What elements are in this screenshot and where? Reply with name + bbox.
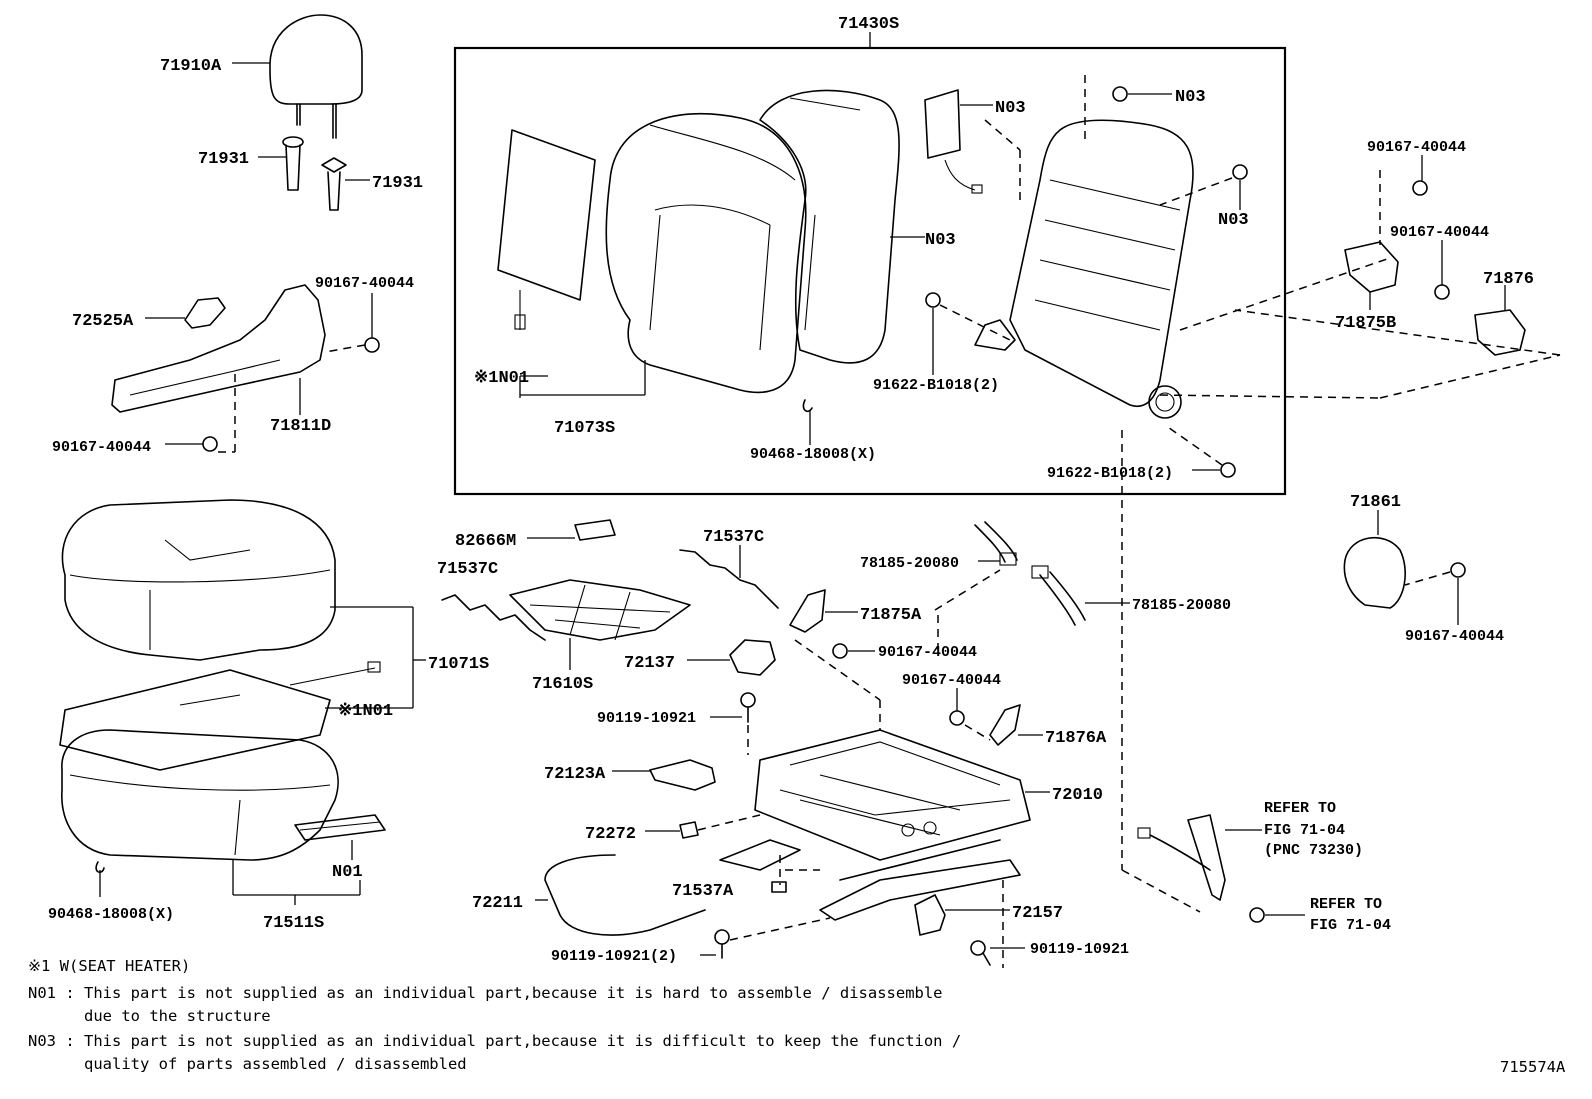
label-90119-a[interactable]: 90119-10921	[597, 710, 696, 727]
label-90167-c[interactable]: 90167-40044	[1367, 139, 1466, 156]
label-71876A[interactable]: 71876A	[1045, 729, 1107, 748]
label-N01-bot[interactable]: N01	[332, 863, 363, 882]
recliner-cover-outer	[1474, 309, 1526, 356]
label-72123A[interactable]: 72123A	[544, 765, 606, 784]
label-72211[interactable]: 72211	[472, 894, 523, 913]
label-72010[interactable]: 72010	[1052, 786, 1103, 805]
note-n03-line1: N03 : This part is not supplied as an in…	[28, 1032, 961, 1050]
recliner-cover-inner	[1344, 241, 1399, 293]
label-71875B[interactable]: 71875B	[1335, 314, 1396, 333]
refer1-line2[interactable]: FIG 71-04	[1264, 822, 1345, 839]
bracket-72157	[914, 894, 946, 936]
headrest	[269, 14, 363, 139]
label-78185-a[interactable]: 78185-20080	[860, 555, 959, 572]
label-71875A[interactable]: 71875A	[860, 606, 922, 625]
label-71537A[interactable]: 71537A	[672, 882, 734, 901]
label-N03-c[interactable]: N03	[1175, 88, 1206, 107]
seat-cushion-pad	[61, 729, 339, 861]
label-N01-top[interactable]: ※1N01	[474, 369, 529, 388]
label-N03-b[interactable]: N03	[995, 99, 1026, 118]
side-shield	[111, 284, 326, 413]
bracket-72137	[729, 639, 776, 676]
spring-wire-left	[441, 594, 546, 641]
clip-72272	[679, 821, 699, 839]
seat-cushion-heater	[59, 661, 381, 771]
label-90167-a[interactable]: 90167-40044	[315, 275, 414, 292]
label-71071S[interactable]: 71071S	[428, 655, 489, 674]
note-seat-heater: ※1 W(SEAT HEATER)	[28, 957, 190, 975]
label-N03-a[interactable]: N03	[925, 231, 956, 250]
headrest-guide-right	[321, 157, 347, 211]
label-71537C-b[interactable]: 71537C	[703, 528, 764, 547]
label-72272[interactable]: 72272	[585, 825, 636, 844]
seatback-pad	[759, 89, 900, 364]
label-72157[interactable]: 72157	[1012, 904, 1063, 923]
label-90119-b[interactable]: 90119-10921(2)	[551, 948, 677, 965]
label-71931-a[interactable]: 71931	[198, 150, 249, 169]
label-90119-c[interactable]: 90119-10921	[1030, 941, 1129, 958]
label-71610S[interactable]: 71610S	[532, 675, 593, 694]
label-90167-b[interactable]: 90167-40044	[52, 439, 151, 456]
label-90167-f[interactable]: 90167-40044	[878, 644, 977, 661]
label-90167-e[interactable]: 90167-40044	[1405, 628, 1504, 645]
seat-cushion-frame	[719, 729, 1031, 921]
label-91622-a[interactable]: 91622-B1018(2)	[873, 377, 999, 394]
label-72525A[interactable]: 72525A	[72, 312, 134, 331]
label-90468-bot[interactable]: 90468-18008(X)	[48, 906, 174, 923]
seat-cushion-cover	[61, 499, 336, 661]
spring-wire-right	[679, 549, 779, 609]
label-71511S[interactable]: 71511S	[263, 914, 324, 933]
seatback-heater	[497, 129, 596, 330]
seatback-frame	[974, 119, 1194, 419]
refer1-line1[interactable]: REFER TO	[1264, 800, 1336, 817]
recliner-release-cover	[1343, 536, 1406, 609]
note-n01-line2: due to the structure	[84, 1007, 271, 1025]
label-N03-d[interactable]: N03	[1218, 211, 1249, 230]
bracket-72123A	[649, 759, 716, 791]
label-71537C-a[interactable]: 71537C	[437, 560, 498, 579]
seatback-cover	[605, 112, 807, 394]
towel-bar-72211	[544, 854, 706, 936]
refer2-line1[interactable]: REFER TO	[1310, 896, 1382, 913]
label-71876[interactable]: 71876	[1483, 270, 1534, 289]
label-72137[interactable]: 72137	[624, 654, 675, 673]
lumbar-unit	[924, 89, 983, 194]
cushion-wire	[294, 814, 386, 841]
wire-harness	[974, 521, 1086, 626]
label-82666M[interactable]: 82666M	[455, 532, 516, 551]
label-71910A[interactable]: 71910A	[160, 57, 222, 76]
label-90167-d[interactable]: 90167-40044	[1390, 224, 1489, 241]
label-N01-mid[interactable]: ※1N01	[338, 702, 393, 721]
pad-71537A	[771, 881, 787, 893]
note-n01-line1: N01 : This part is not supplied as an in…	[28, 984, 943, 1002]
seat-belt-buckle	[1137, 814, 1226, 901]
label-90167-g[interactable]: 90167-40044	[902, 672, 1001, 689]
label-71073S[interactable]: 71073S	[554, 419, 615, 438]
note-n03-line2: quality of parts assembled / disassemble…	[84, 1055, 467, 1073]
cover-71875A	[789, 589, 826, 633]
refer2-line2[interactable]: FIG 71-04	[1310, 917, 1391, 934]
diagram-id: 715574A	[1500, 1058, 1566, 1076]
label-71861[interactable]: 71861	[1350, 493, 1401, 512]
spring-clip-82666M	[574, 519, 616, 541]
cover-71876A	[989, 704, 1021, 746]
label-91622-b[interactable]: 91622-B1018(2)	[1047, 465, 1173, 482]
refer1-line3[interactable]: (PNC 73230)	[1264, 842, 1363, 859]
headrest-guide-left	[282, 136, 304, 191]
label-71811D[interactable]: 71811D	[270, 417, 331, 436]
label-71931-b[interactable]: 71931	[372, 174, 423, 193]
label-90468-top[interactable]: 90468-18008(X)	[750, 446, 876, 463]
label-78185-b[interactable]: 78185-20080	[1132, 597, 1231, 614]
label-71430S[interactable]: 71430S	[838, 15, 899, 34]
seat-spring-assy	[509, 579, 691, 641]
